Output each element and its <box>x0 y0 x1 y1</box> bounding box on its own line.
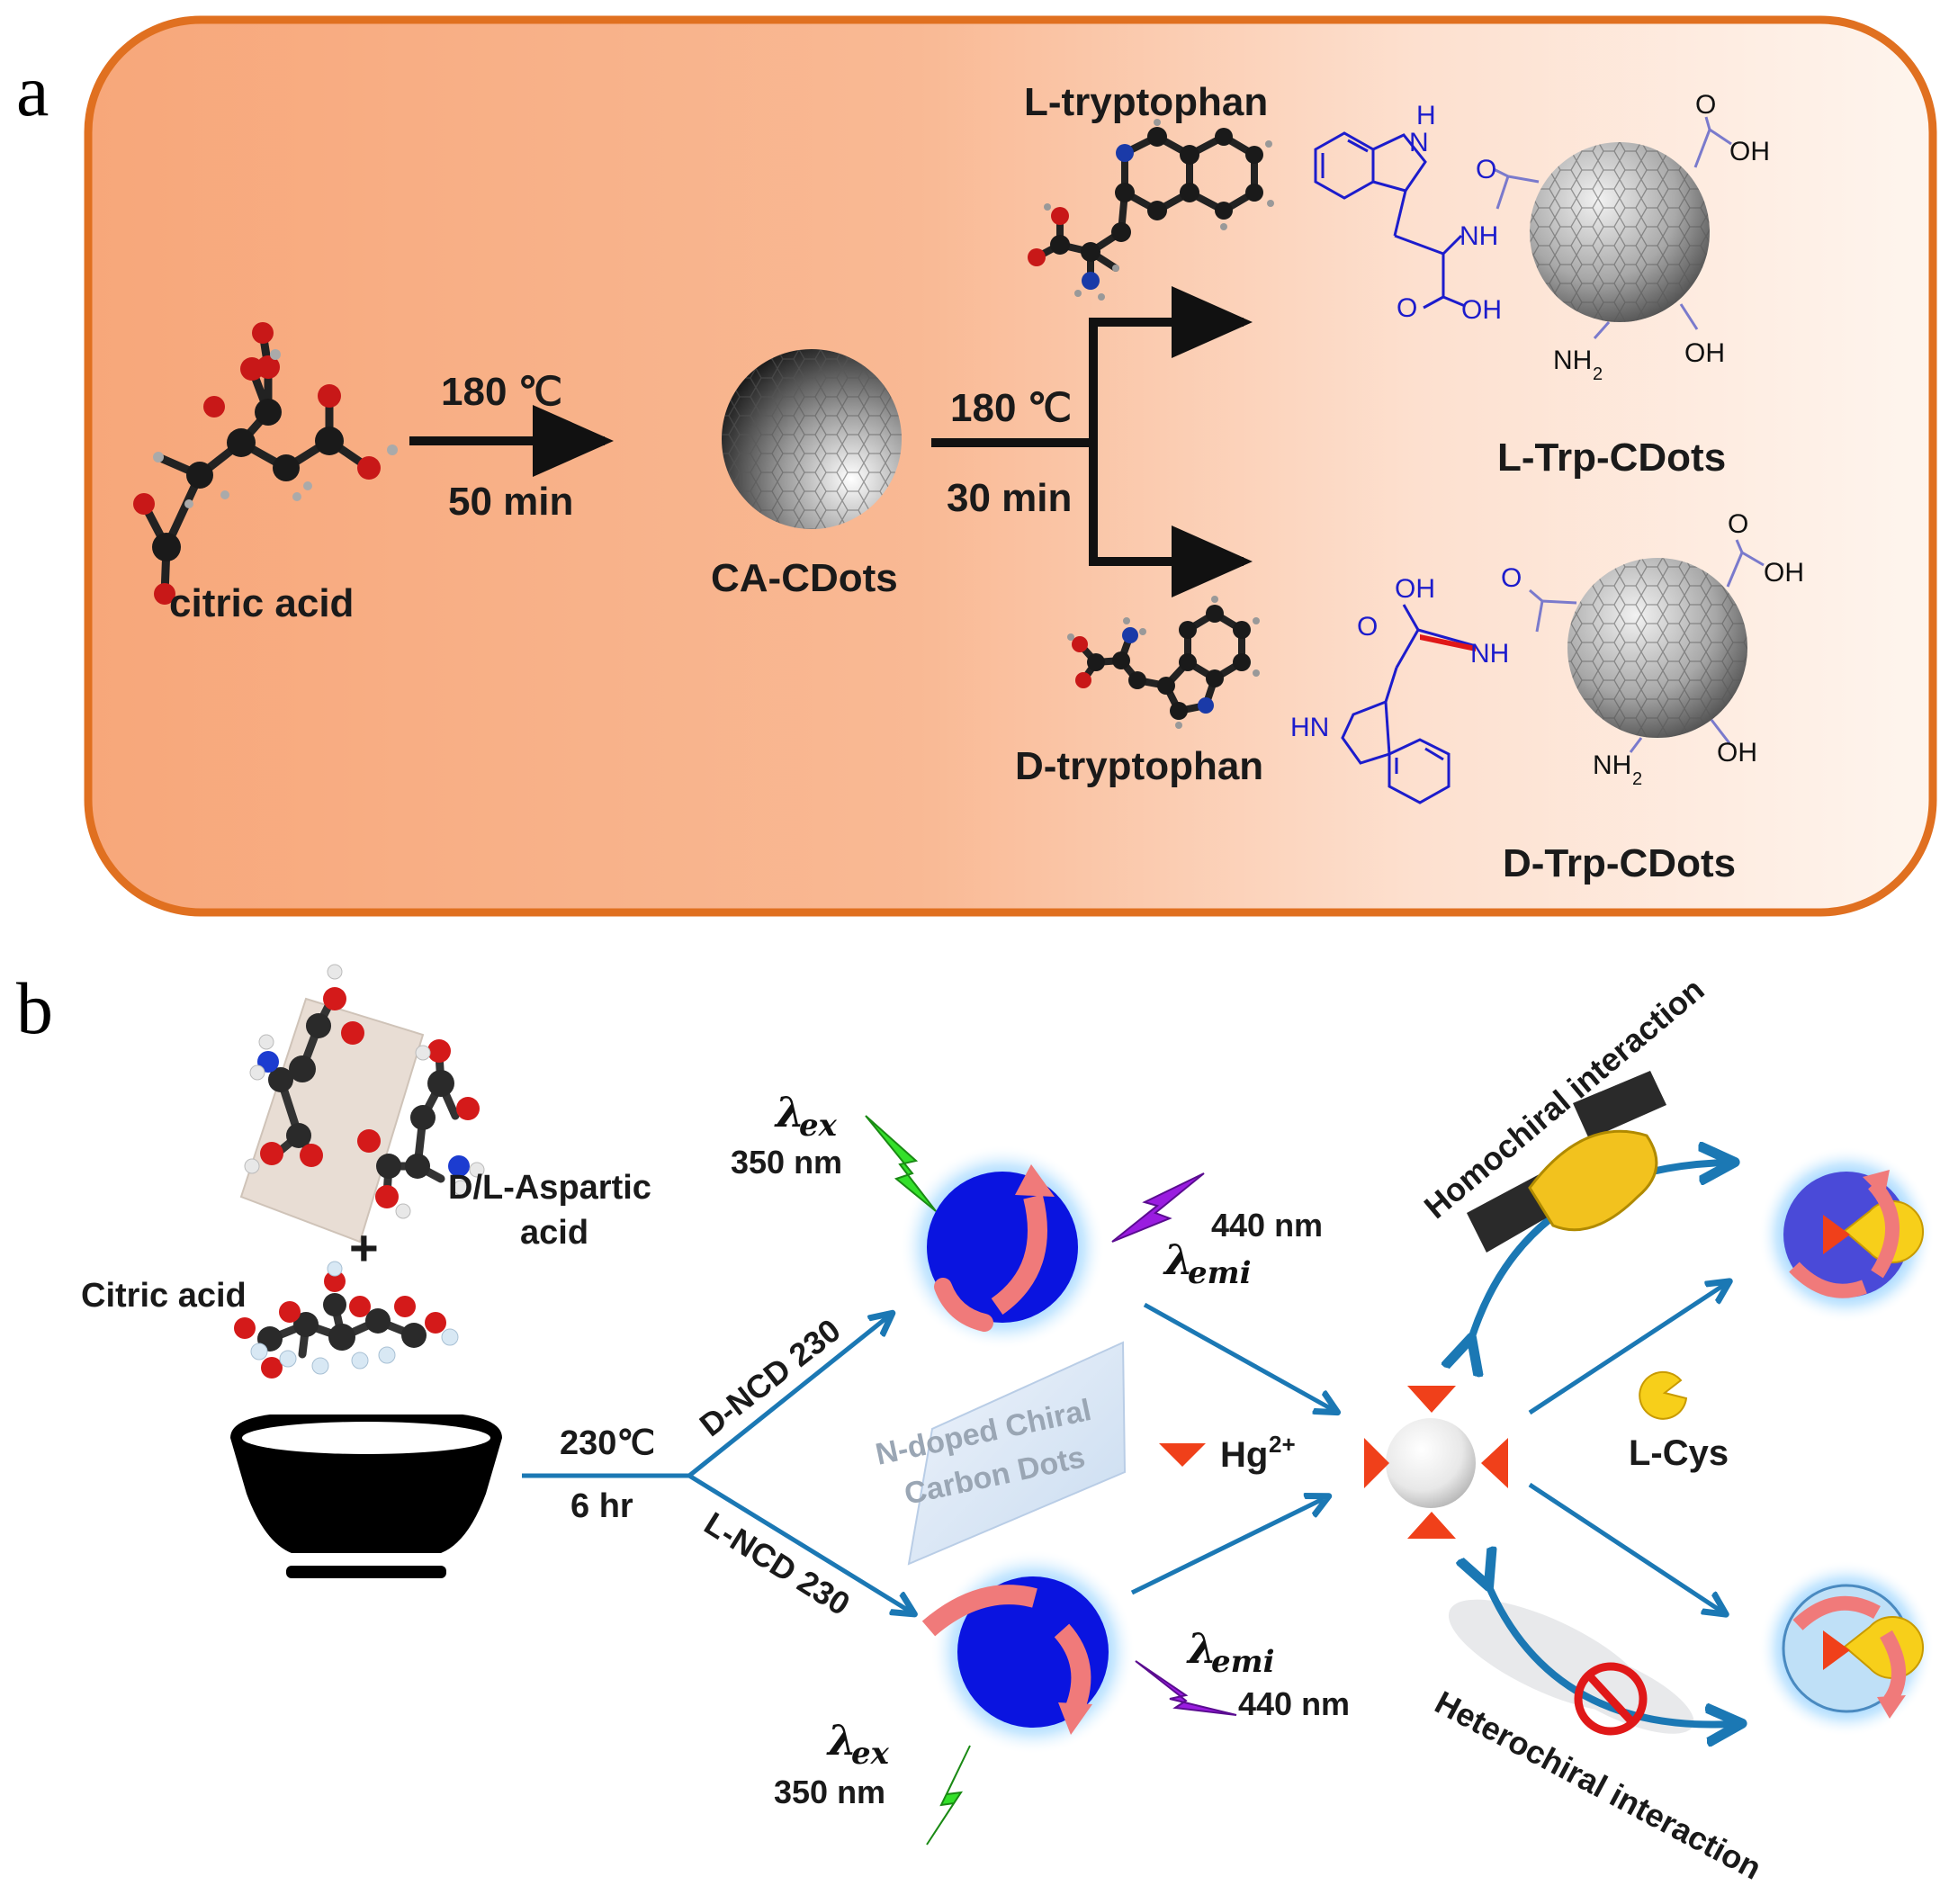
d-tryptophan-molecule <box>1067 596 1260 729</box>
step2-time: 30 min <box>947 476 1072 520</box>
l-struct-dot-o: O <box>1695 90 1716 120</box>
l-struct-dot-oh-top: OH <box>1729 137 1770 166</box>
l-struct-amide-o: O <box>1476 155 1496 184</box>
l-struct-acid-oh: OH <box>1461 295 1502 325</box>
ex-bottom-sub: ex <box>851 1736 890 1772</box>
emi-top-symbol: λ <box>1163 1235 1193 1284</box>
citric-acid-molecule <box>133 322 398 605</box>
l-cys-icon <box>1639 1370 1688 1420</box>
panel-a-frame <box>84 15 1937 917</box>
condition-temp: 230℃ <box>560 1424 655 1462</box>
ex-bottom-symbol: λ <box>826 1716 857 1765</box>
heterochiral-label: Heterochiral interaction <box>1429 1684 1767 1887</box>
l-tryptophan-label: L-tryptophan <box>1024 80 1268 124</box>
d-struct-acid-o: O <box>1357 612 1378 642</box>
l-struct-dot-oh-bottom: OH <box>1684 338 1725 368</box>
step2-temp: 180 ℃ <box>950 386 1072 430</box>
emi-bottom-sub: emi <box>1211 1644 1275 1680</box>
d-struct-amide-o: O <box>1501 563 1522 593</box>
emi-top-sub: emi <box>1188 1255 1252 1291</box>
d-struct-dot-oh-bottom: OH <box>1717 738 1757 768</box>
mirror-plane <box>239 997 425 1244</box>
center-dot-with-hg <box>1364 1386 1508 1539</box>
l-struct-dot-nh2: NH <box>1553 346 1592 375</box>
aspartic-label-line2: acid <box>520 1214 588 1252</box>
d-trp-cdots-label: D-Trp-CDots <box>1503 841 1736 885</box>
l-struct-n: N <box>1409 128 1429 157</box>
l-tryptophan-molecule <box>1028 119 1274 301</box>
plus-sign: + <box>349 1219 379 1276</box>
hg-triangle-icon <box>1159 1443 1206 1467</box>
panel-b-letter: b <box>16 967 53 1049</box>
l-trp-cdots-structure: H N O NH O OH O OH NH 2 OH <box>1314 90 1770 384</box>
step1-time: 50 min <box>448 480 573 524</box>
d-struct-dot-nh2-sub: 2 <box>1632 769 1642 789</box>
l-struct-dot-nh2-sub: 2 <box>1593 364 1603 384</box>
homochiral-dot <box>1758 1146 1935 1323</box>
ex-top-symbol: λ <box>774 1088 804 1136</box>
d-ncd-dot <box>900 1145 1105 1350</box>
excitation-bolt-bottom <box>926 1745 971 1846</box>
ex-bottom-value: 350 nm <box>774 1774 885 1810</box>
excitation-bolt-top <box>865 1115 937 1212</box>
ex-top-sub: ex <box>799 1108 838 1144</box>
aspartic-label-line1: D/L-Aspartic <box>448 1169 651 1207</box>
branch-d-ncd: D-NCD 230 <box>693 1311 848 1443</box>
citric-acid-label: citric acid <box>169 581 354 625</box>
emi-bottom-value: 440 nm <box>1238 1685 1350 1722</box>
citric-acid-label-b: Citric acid <box>81 1277 247 1315</box>
hg-label: Hg <box>1220 1435 1268 1475</box>
d-struct-dot-o: O <box>1728 509 1748 539</box>
emission-bolt-top <box>1111 1172 1205 1243</box>
l-ncd-dot <box>921 1549 1136 1755</box>
heterochiral-dot <box>1758 1560 1935 1737</box>
reaction-branches <box>522 1317 909 1611</box>
d-tryptophan-label: D-tryptophan <box>1015 744 1263 788</box>
l-struct-nh: NH <box>1460 221 1498 251</box>
prohibited-icon <box>1574 1662 1648 1736</box>
emission-bolt-bottom <box>1135 1660 1237 1716</box>
d-struct-dot-oh-top: OH <box>1764 558 1804 588</box>
l-struct-acid-o: O <box>1397 293 1417 323</box>
aspartic-acid-molecules <box>244 964 485 1219</box>
handshake-icon <box>1467 1071 1666 1253</box>
condition-time: 6 hr <box>570 1487 633 1525</box>
emi-bottom-symbol: λ <box>1186 1624 1217 1673</box>
citric-acid-molecule-b <box>234 1261 459 1379</box>
ca-cdots-sphere <box>722 349 902 529</box>
ncd-card: N-doped Chiral Carbon Dots <box>873 1341 1127 1566</box>
d-struct-acid-oh: OH <box>1395 574 1435 604</box>
ex-top-value: 350 nm <box>731 1144 842 1181</box>
bowl-icon <box>230 1415 502 1578</box>
branch-arrow <box>931 286 1253 597</box>
d-trp-cdots-structure: OH O O NH HN O OH NH 2 OH <box>1290 509 1804 804</box>
l-struct-h: H <box>1416 101 1436 130</box>
hg-sup: 2+ <box>1269 1431 1296 1458</box>
emi-top-value: 440 nm <box>1211 1207 1323 1244</box>
l-cys-label: L-Cys <box>1629 1433 1729 1473</box>
l-trp-cdots-label: L-Trp-CDots <box>1497 436 1726 480</box>
arrows-to-center <box>1130 1302 1332 1595</box>
d-struct-nh: NH <box>1470 639 1509 669</box>
panel-a-letter: a <box>16 49 49 131</box>
ca-cdots-label: CA-CDots <box>711 556 898 600</box>
d-struct-dot-nh2: NH <box>1593 750 1631 780</box>
d-struct-hn: HN <box>1290 713 1329 742</box>
step1-temp: 180 ℃ <box>441 370 562 414</box>
